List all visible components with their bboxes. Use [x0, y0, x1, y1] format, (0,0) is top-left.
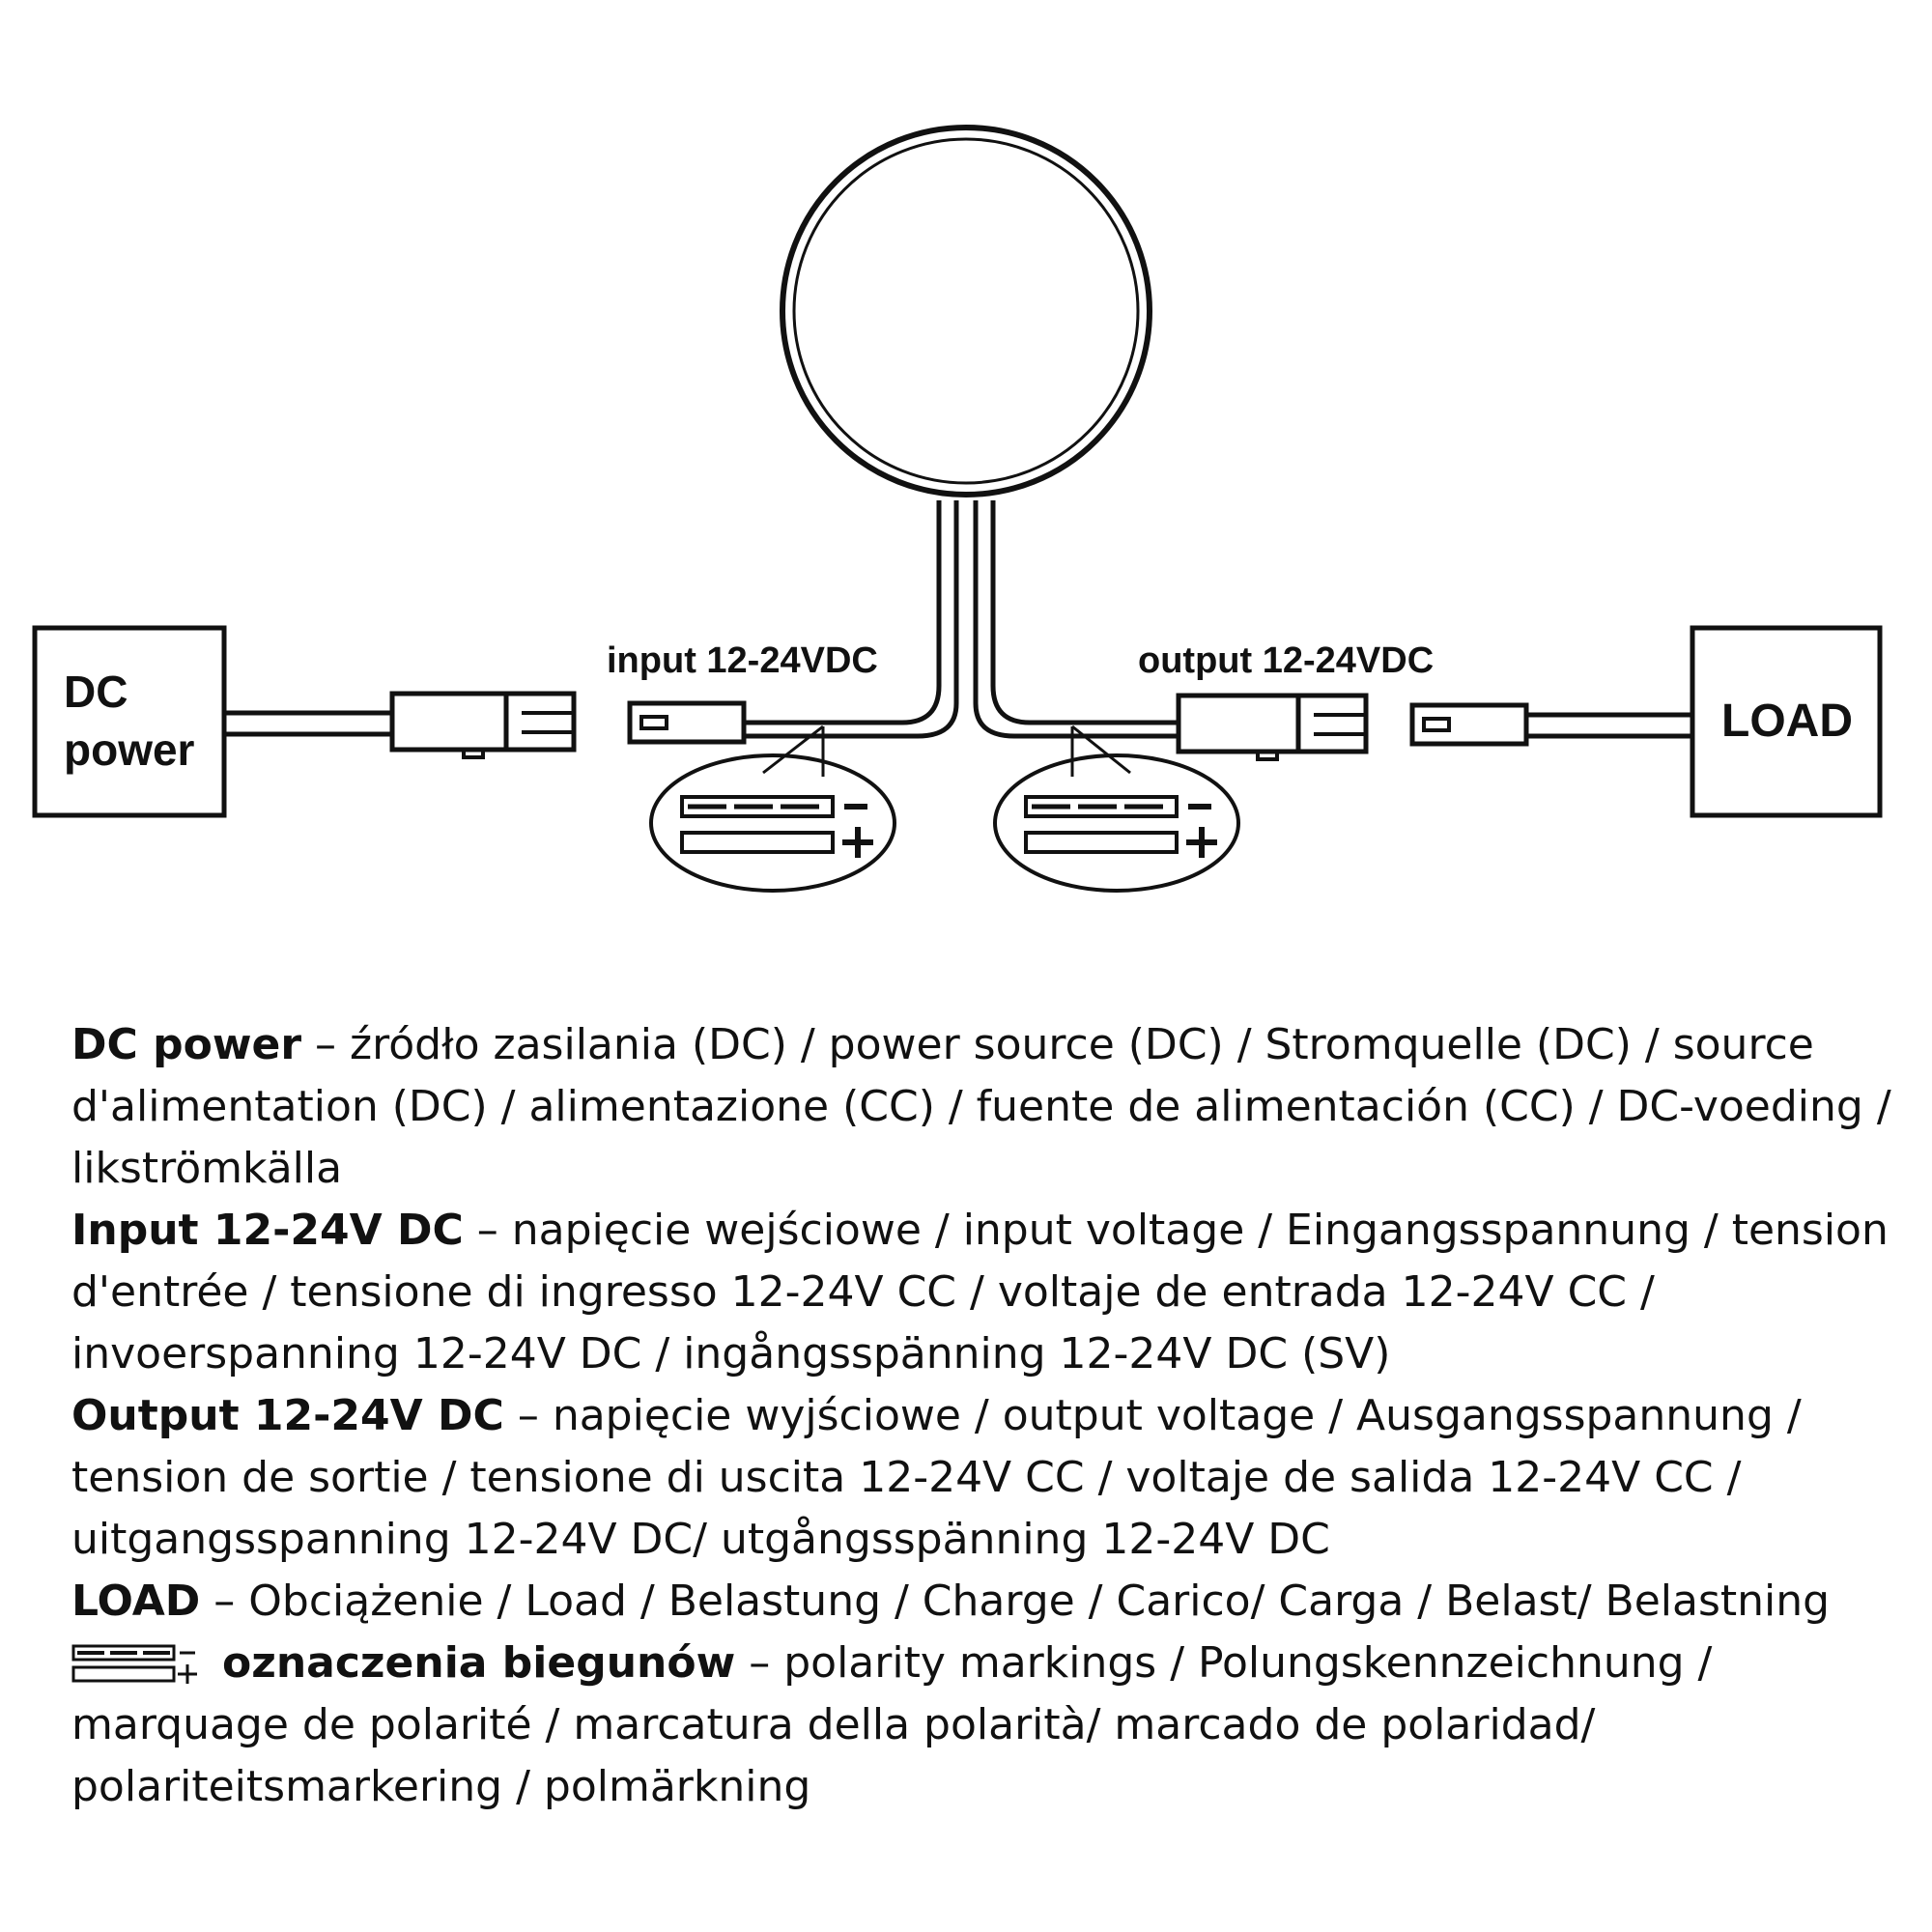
load-label: LOAD [1721, 696, 1853, 747]
legend-desc: – źródło zasilania (DC) / power source (… [71, 1020, 1891, 1193]
legend-polarity: oznaczenia biegunów – polarity markings … [71, 1633, 1907, 1818]
legend-desc: – napięcie wyjściowe / output voltage / … [71, 1391, 1802, 1564]
dc-power-box [32, 625, 227, 818]
legend-desc: – polarity markings / Polungskennzeichnu… [71, 1638, 1713, 1811]
legend: DC power – źródło zasilania (DC) / power… [71, 1014, 1907, 1818]
legend-input: Input 12-24V DC – napięcie wejściowe / i… [71, 1200, 1907, 1385]
output-voltage-label: output 12-24VDC [1138, 640, 1434, 681]
dc-power-label-line1: DC [64, 667, 128, 717]
legend-desc: – Obciążenie / Load / Belastung / Charge… [200, 1577, 1831, 1626]
dc-power-connector [389, 691, 577, 759]
polarity-marking-icon [71, 1644, 197, 1684]
legend-load: LOAD – Obciążenie / Load / Belastung / C… [71, 1571, 1907, 1633]
legend-term: Input 12-24V DC [71, 1206, 464, 1255]
load-box [1690, 625, 1883, 818]
round-switch-inner [792, 137, 1140, 485]
legend-term: Output 12-24V DC [71, 1391, 504, 1440]
wiring-diagram: DC power input 12-24VDC output 12-24VDC … [32, 125, 1883, 893]
input-plug [627, 700, 747, 745]
legend-dc-power: DC power – źródło zasilania (DC) / power… [71, 1014, 1907, 1200]
output-connector [1176, 693, 1369, 761]
legend-term: oznaczenia biegunów [222, 1638, 736, 1688]
dc-power-label-line2: power [64, 724, 195, 775]
input-voltage-label: input 12-24VDC [607, 640, 878, 681]
load-plug [1409, 702, 1529, 747]
round-switch-outer [780, 125, 1152, 497]
switch-cable [744, 500, 1179, 739]
input-polarity-callout [649, 724, 896, 893]
legend-term: LOAD [71, 1577, 201, 1626]
legend-output: Output 12-24V DC – napięcie wyjściowe / … [71, 1385, 1907, 1571]
legend-term: DC power [71, 1020, 302, 1069]
output-polarity-callout [993, 724, 1240, 893]
legend-desc: – napięcie wejściowe / input voltage / E… [71, 1206, 1889, 1378]
